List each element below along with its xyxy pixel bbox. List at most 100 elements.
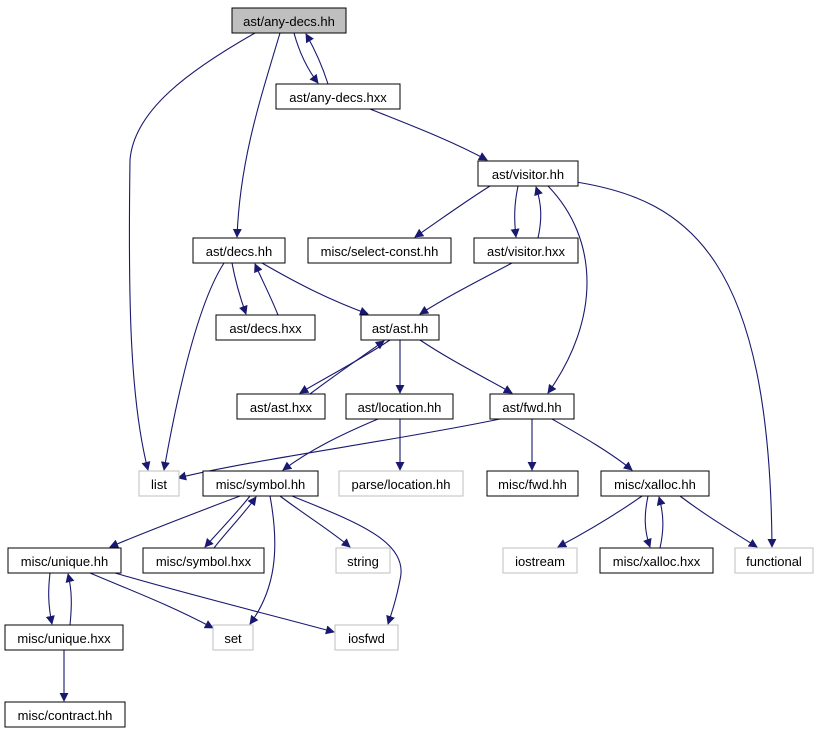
node-label: iosfwd: [348, 631, 385, 646]
node-label: ast/decs.hxx: [229, 321, 302, 336]
node-decs-hxx[interactable]: ast/decs.hxx: [215, 314, 316, 341]
node-any-decs-hh[interactable]: ast/any-decs.hh: [231, 7, 347, 34]
node-box: [142, 547, 265, 574]
node-label: misc/symbol.hxx: [156, 554, 252, 569]
node-symbol-hh[interactable]: misc/symbol.hh: [202, 470, 319, 497]
node-label: misc/xalloc.hxx: [613, 554, 701, 569]
node-xalloc-hh[interactable]: misc/xalloc.hh: [600, 470, 710, 497]
node-iosfwd: iosfwd: [334, 624, 399, 651]
edge-unique-hh-to-iosfwd: [114, 572, 335, 635]
node-box: [334, 624, 399, 651]
node-label: functional: [746, 554, 802, 569]
node-select-const-hh[interactable]: misc/select-const.hh: [307, 237, 452, 264]
node-box: [489, 393, 575, 420]
node-label: misc/unique.hxx: [17, 631, 111, 646]
edge-xalloc-hh-to-functional: [679, 495, 758, 548]
node-contract-hh[interactable]: misc/contract.hh: [4, 701, 126, 728]
edge-symbol-hh-to-symbol-hxx: [204, 495, 251, 548]
edge-ast-hh-to-ast-hxx: [299, 339, 391, 394]
node-label: ast/fwd.hh: [502, 400, 561, 415]
node-label: ast/any-decs.hxx: [289, 90, 387, 105]
edge-any-decs-hh-to-decs-hh: [232, 32, 281, 238]
node-label: ast/ast.hh: [372, 321, 428, 336]
node-label: misc/symbol.hh: [216, 477, 306, 492]
edge-unique-hxx-to-unique-hh: [65, 573, 75, 626]
edge-decs-hh-to-decs-hxx: [231, 262, 248, 315]
node-set: set: [212, 624, 254, 651]
node-box: [236, 393, 326, 420]
edge-visitor-hxx-to-ast-hh: [419, 262, 513, 315]
edges-layer: [45, 32, 777, 702]
node-any-decs-hxx[interactable]: ast/any-decs.hxx: [275, 83, 401, 110]
node-symbol-hxx[interactable]: misc/symbol.hxx: [142, 547, 265, 574]
edge-xalloc-hh-to-iostream: [557, 495, 643, 548]
node-label: ast/visitor.hxx: [487, 244, 566, 259]
node-fwd-hh[interactable]: ast/fwd.hh: [489, 393, 575, 420]
node-ast-hxx[interactable]: ast/ast.hxx: [236, 393, 326, 420]
node-ast-hh[interactable]: ast/ast.hh: [360, 314, 440, 341]
node-functional: functional: [734, 547, 814, 574]
node-box: [599, 547, 714, 574]
edge-fwd-hh-to-list: [177, 418, 501, 481]
node-box: [473, 237, 579, 264]
edge-ast-hxx-to-ast-hh: [309, 340, 385, 395]
node-box: [212, 624, 254, 651]
node-label: misc/contract.hh: [18, 708, 113, 723]
node-decs-hh[interactable]: ast/decs.hh: [192, 237, 286, 264]
node-iostream: iostream: [502, 547, 578, 574]
node-label: misc/fwd.hh: [498, 477, 567, 492]
node-box: [192, 237, 286, 264]
node-box: [734, 547, 814, 574]
node-list: list: [138, 470, 180, 497]
node-xalloc-hxx[interactable]: misc/xalloc.hxx: [599, 547, 714, 574]
node-label: list: [151, 477, 167, 492]
edge-visitor-hh-to-select-const-hh: [414, 185, 491, 238]
node-label: ast/decs.hh: [206, 244, 273, 259]
node-label: iostream: [515, 554, 565, 569]
edge-xalloc-hh-to-xalloc-hxx: [643, 495, 652, 548]
node-label: parse/location.hh: [351, 477, 450, 492]
node-box: [477, 160, 579, 187]
node-label: misc/select-const.hh: [321, 244, 439, 259]
edge-decs-hxx-to-decs-hh: [254, 263, 279, 316]
node-box: [338, 470, 464, 497]
edge-visitor-hxx-to-visitor-hh: [534, 186, 543, 239]
node-box: [138, 470, 180, 497]
edge-location-hh-to-symbol-hh: [282, 418, 379, 471]
edge-decs-hh-to-list: [160, 262, 225, 471]
node-box: [502, 547, 578, 574]
edge-any-decs-hxx-to-any-decs-hh: [305, 33, 329, 85]
node-string: string: [335, 547, 391, 574]
edge-symbol-hh-to-string: [279, 495, 351, 548]
node-box: [4, 624, 124, 651]
edge-unique-hh-to-set: [89, 572, 214, 629]
node-visitor-hh[interactable]: ast/visitor.hh: [477, 160, 579, 187]
node-visitor-hxx[interactable]: ast/visitor.hxx: [473, 237, 579, 264]
edge-symbol-hh-to-unique-hh: [109, 495, 241, 548]
node-unique-hxx[interactable]: misc/unique.hxx: [4, 624, 124, 651]
node-label: misc/xalloc.hh: [614, 477, 696, 492]
node-box: [7, 547, 122, 574]
node-location-hh[interactable]: ast/location.hh: [345, 393, 454, 420]
edge-any-decs-hh-to-any-decs-hxx: [293, 32, 319, 84]
edge-visitor-hh-to-fwd-hh: [547, 185, 588, 394]
node-box: [600, 470, 710, 497]
node-box: [360, 314, 440, 341]
edge-fwd-hh-to-xalloc-hh: [551, 418, 633, 471]
node-misc-fwd-hh[interactable]: misc/fwd.hh: [486, 470, 579, 497]
edge-symbol-hh-to-set: [249, 495, 276, 625]
node-box: [307, 237, 452, 264]
node-box: [345, 393, 454, 420]
edge-visitor-hh-to-visitor-hxx: [510, 185, 520, 238]
edge-decs-hh-to-ast-hh: [261, 262, 369, 316]
edge-any-decs-hh-to-list: [128, 32, 256, 471]
edge-xalloc-hxx-to-xalloc-hh: [656, 496, 666, 549]
edge-ast-hh-to-fwd-hh: [419, 339, 513, 394]
edge-unique-hh-to-unique-hxx: [45, 572, 55, 625]
node-unique-hh[interactable]: misc/unique.hh: [7, 547, 122, 574]
node-parse-location-hh: parse/location.hh: [338, 470, 464, 497]
node-label: ast/any-decs.hh: [243, 14, 335, 29]
node-box: [231, 7, 347, 34]
node-box: [215, 314, 316, 341]
